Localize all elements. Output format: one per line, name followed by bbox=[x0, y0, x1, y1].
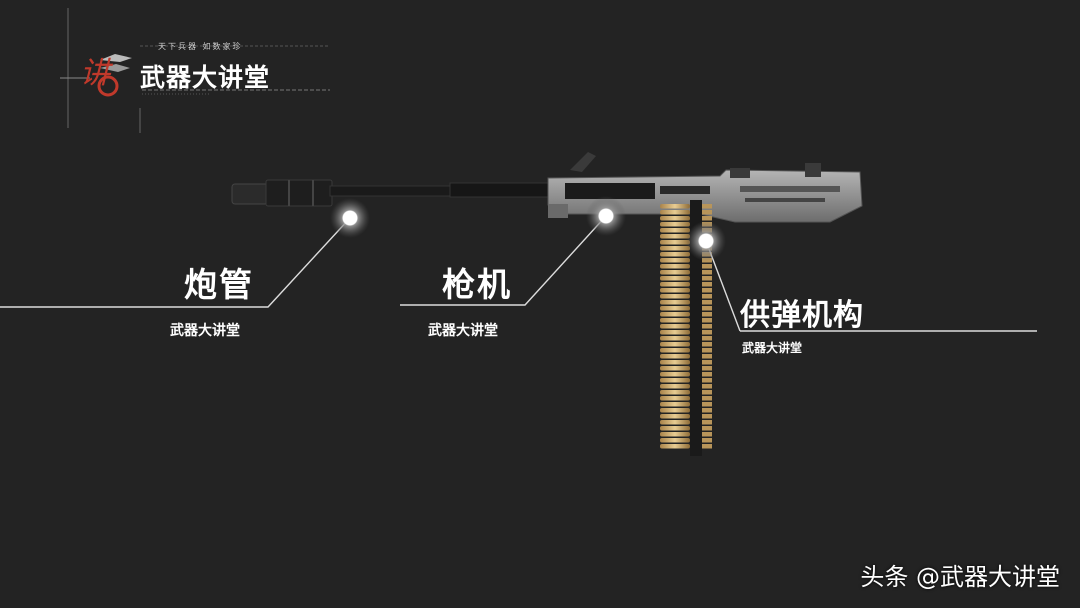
cartridge-round bbox=[660, 252, 690, 257]
label-feed: 供弹机构 bbox=[740, 298, 864, 333]
platform-watermark: 头条 @武器大讲堂 bbox=[860, 563, 1060, 591]
cartridge-round bbox=[660, 246, 690, 251]
cartridge-round bbox=[660, 348, 690, 353]
hotspot-icon[interactable] bbox=[586, 196, 626, 236]
cartridge-round bbox=[660, 336, 690, 341]
cartridge-base bbox=[702, 270, 712, 275]
cartridge-round bbox=[660, 354, 690, 359]
barrel-graphic bbox=[231, 179, 553, 207]
cartridge-base bbox=[702, 372, 712, 377]
cartridge-round bbox=[660, 330, 690, 335]
cartridge-round bbox=[660, 300, 690, 305]
cartridge-round bbox=[660, 240, 690, 245]
leader-lines bbox=[0, 215, 1037, 332]
receiver-graphic bbox=[547, 152, 863, 223]
logo-slogan: 天下兵器 如数家珍 bbox=[158, 42, 243, 51]
cartridge-round bbox=[660, 306, 690, 311]
sublabel-feed: 武器大讲堂 bbox=[742, 341, 803, 355]
cartridge-base bbox=[702, 354, 712, 359]
cartridge-round bbox=[660, 276, 690, 281]
cartridge-round bbox=[660, 318, 690, 323]
cartridge-base bbox=[702, 444, 712, 449]
cartridge-base bbox=[702, 306, 712, 311]
cartridge-round bbox=[660, 378, 690, 383]
cartridge-base bbox=[702, 384, 712, 389]
cartridge-base bbox=[702, 204, 712, 209]
cartridge-base bbox=[702, 360, 712, 365]
cartridge-base bbox=[702, 408, 712, 413]
cartridge-round bbox=[660, 204, 690, 209]
cartridge-round bbox=[660, 222, 690, 227]
cartridge-round bbox=[660, 210, 690, 215]
cartridge-base bbox=[702, 426, 712, 431]
logo-title: 武器大讲堂 bbox=[140, 63, 271, 92]
cartridge-round bbox=[660, 324, 690, 329]
label-barrel: 炮管 bbox=[184, 265, 254, 304]
cartridge-round bbox=[660, 270, 690, 275]
hotspot-icon[interactable] bbox=[330, 198, 370, 238]
cartridge-round bbox=[660, 432, 690, 437]
cartridge-round bbox=[660, 444, 690, 449]
cartridge-base bbox=[702, 336, 712, 341]
cartridge-round bbox=[660, 426, 690, 431]
cartridge-round bbox=[660, 402, 690, 407]
cartridge-base bbox=[702, 342, 712, 347]
label-bolt: 枪机 bbox=[442, 265, 512, 304]
cartridge-base bbox=[702, 300, 712, 305]
cartridge-round bbox=[660, 366, 690, 371]
cartridge-round bbox=[660, 408, 690, 413]
cartridge-base bbox=[702, 432, 712, 437]
cartridge-base bbox=[702, 396, 712, 401]
cartridge-round bbox=[660, 282, 690, 287]
cartridge-base bbox=[702, 438, 712, 443]
cartridge-round bbox=[660, 288, 690, 293]
cartridge-base bbox=[702, 378, 712, 383]
emblem-character: 讲 bbox=[80, 56, 110, 91]
cartridge-round bbox=[660, 414, 690, 419]
sublabel-barrel: 武器大讲堂 bbox=[170, 323, 240, 339]
cartridge-base bbox=[702, 294, 712, 299]
cartridge-base bbox=[702, 366, 712, 371]
cartridge-round bbox=[660, 234, 690, 239]
cartridge-base bbox=[702, 216, 712, 221]
cartridge-round bbox=[660, 342, 690, 347]
cartridge-round bbox=[660, 294, 690, 299]
cartridge-round bbox=[660, 390, 690, 395]
sublabel-bolt: 武器大讲堂 bbox=[428, 323, 498, 339]
cartridge-base bbox=[702, 402, 712, 407]
cartridge-base bbox=[702, 264, 712, 269]
emblem-icon bbox=[97, 54, 132, 97]
cartridge-base bbox=[702, 318, 712, 323]
hotspot-icon[interactable] bbox=[686, 221, 726, 261]
cartridge-round bbox=[660, 312, 690, 317]
cartridge-base bbox=[702, 348, 712, 353]
cartridge-base bbox=[702, 288, 712, 293]
cartridge-round bbox=[660, 258, 690, 263]
cartridge-base bbox=[702, 414, 712, 419]
cartridge-base bbox=[702, 390, 712, 395]
cartridge-round bbox=[660, 228, 690, 233]
cartridge-base bbox=[702, 210, 712, 215]
cartridge-round bbox=[660, 438, 690, 443]
cartridge-base bbox=[702, 312, 712, 317]
channel-logo bbox=[60, 8, 340, 133]
cartridge-base bbox=[702, 276, 712, 281]
cartridge-base bbox=[702, 330, 712, 335]
cartridge-base bbox=[702, 420, 712, 425]
cartridge-base bbox=[702, 324, 712, 329]
cartridge-round bbox=[660, 384, 690, 389]
cartridge-round bbox=[660, 216, 690, 221]
cartridge-base bbox=[702, 282, 712, 287]
cartridge-round bbox=[660, 372, 690, 377]
cartridge-round bbox=[660, 360, 690, 365]
cartridge-round bbox=[660, 396, 690, 401]
cartridge-round bbox=[660, 264, 690, 269]
logo-frame bbox=[60, 8, 330, 133]
cartridge-round bbox=[660, 420, 690, 425]
